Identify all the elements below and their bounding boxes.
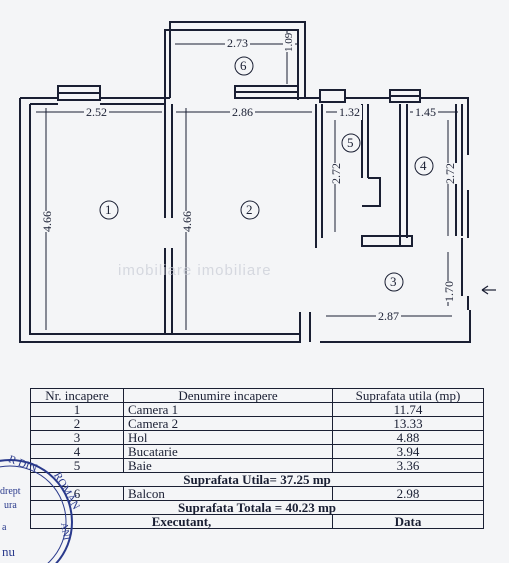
executant-label: Executant,	[30, 514, 333, 529]
row-nr: 2	[30, 416, 124, 431]
subtotal-row: Suprafata Utila= 37.25 mp	[30, 472, 484, 487]
dim-bath-depth: 2.72	[329, 163, 344, 184]
total-row: Suprafata Totala = 40.23 mp	[30, 500, 484, 515]
header-name: Denumire incapere	[123, 388, 333, 403]
row-name: Camera 2	[123, 416, 333, 431]
dim-room1-width: 2.52	[84, 105, 109, 120]
footer-row: Executant, Data	[30, 514, 484, 529]
table-header-row: Nr. incapere Denumire incapere Suprafata…	[30, 388, 484, 403]
table-row: 6 Balcon 2.98	[30, 486, 484, 501]
table-row: 5 Baie 3.36	[30, 458, 484, 473]
table-row: 2 Camera 2 13.33	[30, 416, 484, 431]
dim-room2-width: 2.86	[230, 105, 255, 120]
table-row: 4 Bucatarie 3.94	[30, 444, 484, 459]
row-name: Camera 1	[123, 402, 333, 417]
stamp: R DIN ROMÂN drept ura a nu ANI	[0, 440, 80, 563]
dim-hall-depth: 1.70	[442, 281, 457, 302]
room-number-3: 3	[390, 274, 397, 289]
stamp-text: ura	[4, 500, 17, 511]
table-row: 3 Hol 4.88	[30, 430, 484, 445]
dim-kitchen-depth: 2.72	[443, 163, 458, 184]
row-area: 3.36	[332, 458, 484, 473]
data-label: Data	[332, 514, 484, 529]
room-number-5: 5	[347, 135, 354, 150]
watermark: imobiliare imobiliare	[118, 262, 272, 279]
room-number-6: 6	[240, 58, 247, 73]
room-area-table: Nr. incapere Denumire incapere Suprafata…	[30, 388, 484, 529]
dim-room1-depth: 4.66	[40, 211, 55, 232]
row-area: 4.88	[332, 430, 484, 445]
row-name: Hol	[123, 430, 333, 445]
total-area: Suprafata Totala = 40.23 mp	[30, 500, 484, 515]
header-area: Suprafata utila (mp)	[332, 388, 484, 403]
row-name: Bucatarie	[123, 444, 333, 459]
row-nr: 1	[30, 402, 124, 417]
floor-plan	[19, 21, 496, 343]
row-area: 3.94	[332, 444, 484, 459]
stamp-text: drept	[0, 486, 21, 497]
stamp-circle-icon	[0, 459, 73, 563]
dim-room2-depth: 4.66	[180, 211, 195, 232]
room-number-1: 1	[105, 202, 112, 217]
row-name: Balcon	[123, 486, 333, 501]
room-number-2: 2	[246, 202, 253, 217]
row-area: 2.98	[332, 486, 484, 501]
row-name: Baie	[123, 458, 333, 473]
dim-bath-width: 1.32	[337, 105, 362, 120]
row-area: 11.74	[332, 402, 484, 417]
dim-hall-width: 2.87	[376, 309, 401, 324]
stamp-text: nu	[2, 544, 15, 559]
dim-balcony-width: 2.73	[225, 36, 250, 51]
dim-kitchen-width: 1.45	[413, 105, 438, 120]
row-area: 13.33	[332, 416, 484, 431]
stamp-text: a	[2, 522, 7, 533]
dim-balcony-depth: 1.09	[283, 32, 295, 52]
room-number-4: 4	[420, 158, 427, 173]
total-util: Suprafata Utila= 37.25 mp	[30, 472, 484, 487]
table-row: 1 Camera 1 11.74	[30, 402, 484, 417]
header-nr: Nr. incapere	[30, 388, 124, 403]
